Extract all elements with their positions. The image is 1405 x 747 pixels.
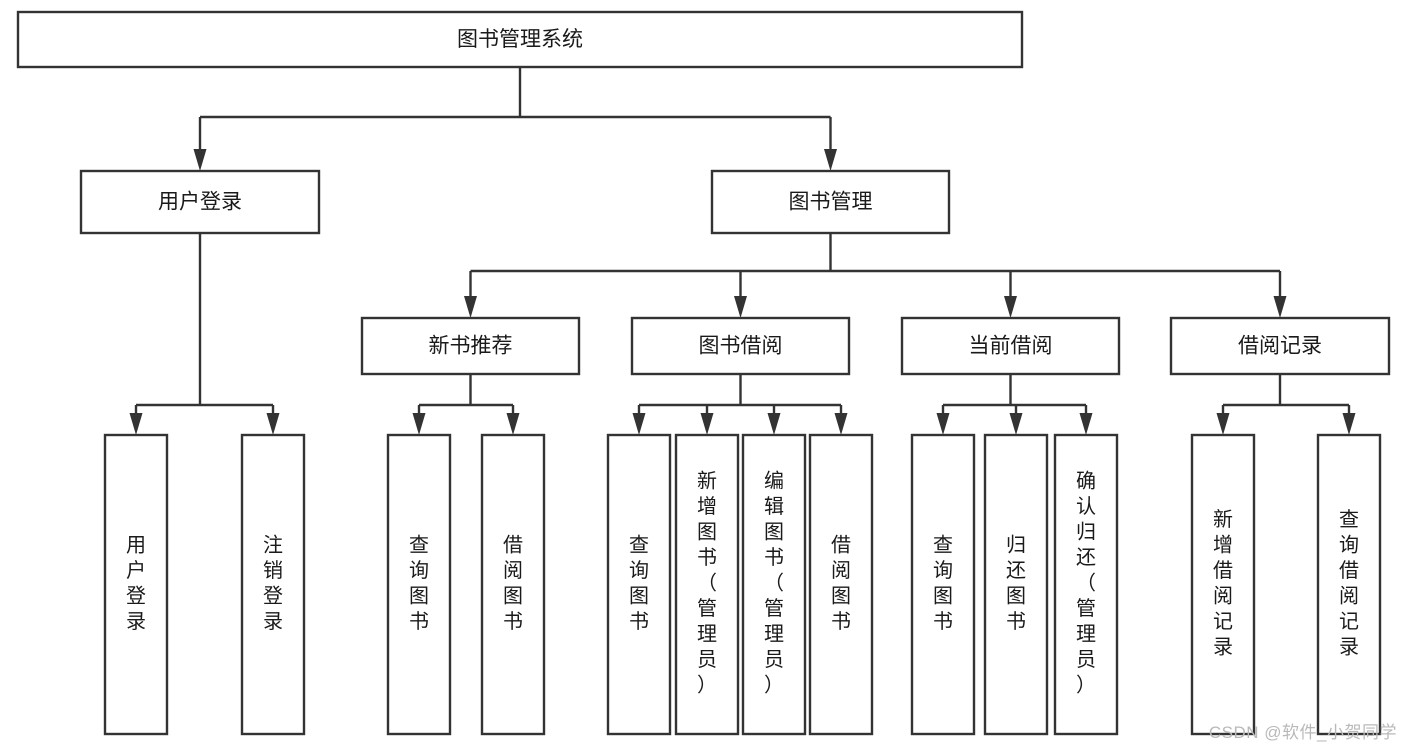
node-box-root[interactable] xyxy=(16,10,1024,69)
edge-arrowhead xyxy=(412,413,426,435)
edge-arrowhead xyxy=(1004,296,1017,318)
nodes-layer: 图书管理系统用户登录图书管理新书推荐图书借阅当前借阅借阅记录用户登录注销登录查询… xyxy=(16,10,1391,736)
node-box-borrow-record[interactable] xyxy=(1169,316,1391,376)
edge-arrowhead xyxy=(1009,413,1023,435)
edge-arrowhead xyxy=(1216,413,1230,435)
node-label-leaf-query-book-rec: 查询图书 xyxy=(409,534,429,634)
node-label-leaf-user-login: 用户登录 xyxy=(126,535,146,634)
node-leaf-query-book-current[interactable]: 查询图书 xyxy=(910,433,976,736)
node-box-leaf-user-login[interactable] xyxy=(103,433,169,736)
edge-arrowhead xyxy=(824,149,837,171)
edge-arrowhead xyxy=(193,149,207,171)
node-leaf-query-borrow-record[interactable]: 查询借阅记录 xyxy=(1316,433,1382,736)
node-label-book-manage: 图书管理 xyxy=(789,191,873,214)
node-root[interactable]: 图书管理系统 xyxy=(16,10,1024,69)
node-user-login[interactable]: 用户登录 xyxy=(79,169,321,235)
node-current-borrow[interactable]: 当前借阅 xyxy=(900,316,1121,376)
node-label-leaf-confirm-return-admin: 确认归还（管理员） xyxy=(1076,470,1096,697)
edge-group-book-manage xyxy=(464,233,1287,318)
edge-arrowhead xyxy=(936,413,950,435)
node-leaf-add-borrow-record[interactable]: 新增借阅记录 xyxy=(1190,433,1256,736)
node-borrow-record[interactable]: 借阅记录 xyxy=(1169,316,1391,376)
edge-arrowhead xyxy=(506,413,520,435)
node-box-leaf-query-book-rec[interactable] xyxy=(386,433,452,736)
edge-arrowhead xyxy=(700,413,714,435)
node-box-leaf-query-book-borrow[interactable] xyxy=(606,433,672,736)
edge-arrowhead xyxy=(129,413,143,435)
node-leaf-edit-book-admin[interactable]: 编辑图书（管理员） xyxy=(741,433,807,736)
node-leaf-query-book-rec[interactable]: 查询图书 xyxy=(386,433,452,736)
node-leaf-add-book-admin[interactable]: 新增图书（管理员） xyxy=(674,433,740,736)
node-label-new-book-rec: 新书推荐 xyxy=(429,335,513,358)
node-box-book-manage[interactable] xyxy=(710,169,951,235)
edge-group-root xyxy=(193,67,837,171)
node-leaf-user-logout[interactable]: 注销登录 xyxy=(240,433,306,736)
edge-arrowhead xyxy=(632,413,646,435)
edge-arrowhead xyxy=(1079,413,1093,435)
node-book-manage[interactable]: 图书管理 xyxy=(710,169,951,235)
node-box-leaf-borrow-book-rec[interactable] xyxy=(480,433,546,736)
node-label-leaf-edit-book-admin: 编辑图书（管理员） xyxy=(764,470,784,697)
node-box-book-borrow[interactable] xyxy=(630,316,851,376)
edge-arrowhead xyxy=(767,413,781,435)
edge-arrowhead xyxy=(464,296,477,318)
node-label-leaf-borrow-book: 借阅图书 xyxy=(831,534,851,634)
node-label-leaf-user-logout: 注销登录 xyxy=(263,534,283,634)
node-leaf-borrow-book[interactable]: 借阅图书 xyxy=(808,433,874,736)
edge-arrowhead xyxy=(266,413,280,435)
node-box-leaf-add-borrow-record[interactable] xyxy=(1190,433,1256,736)
node-label-book-borrow: 图书借阅 xyxy=(699,335,783,358)
node-label-leaf-query-book-current: 查询图书 xyxy=(933,534,953,634)
node-box-leaf-confirm-return-admin[interactable] xyxy=(1053,433,1119,736)
node-box-leaf-user-logout[interactable] xyxy=(240,433,306,736)
node-label-root: 图书管理系统 xyxy=(457,28,583,51)
node-label-current-borrow: 当前借阅 xyxy=(969,335,1053,358)
node-leaf-query-book-borrow[interactable]: 查询图书 xyxy=(606,433,672,736)
edge-group-new-book-rec xyxy=(412,374,520,435)
node-label-user-login: 用户登录 xyxy=(158,191,242,214)
node-label-borrow-record: 借阅记录 xyxy=(1238,335,1322,358)
node-label-leaf-return-book: 归还图书 xyxy=(1006,534,1026,634)
node-leaf-return-book[interactable]: 归还图书 xyxy=(983,433,1049,736)
edge-group-user-login xyxy=(129,233,280,435)
node-label-leaf-add-book-admin: 新增图书（管理员） xyxy=(697,470,717,697)
edge-group-book-borrow xyxy=(632,374,848,435)
node-book-borrow[interactable]: 图书借阅 xyxy=(630,316,851,376)
edge-group-current-borrow xyxy=(936,374,1093,435)
edge-arrowhead xyxy=(1273,296,1287,318)
node-box-leaf-borrow-book[interactable] xyxy=(808,433,874,736)
node-leaf-confirm-return-admin[interactable]: 确认归还（管理员） xyxy=(1053,433,1119,736)
edges-layer xyxy=(129,67,1356,435)
edge-arrowhead xyxy=(1342,413,1356,435)
node-box-current-borrow[interactable] xyxy=(900,316,1121,376)
node-box-leaf-edit-book-admin[interactable] xyxy=(741,433,807,736)
node-box-leaf-add-book-admin[interactable] xyxy=(674,433,740,736)
edge-arrowhead xyxy=(734,296,747,318)
node-label-leaf-borrow-book-rec: 借阅图书 xyxy=(503,534,523,634)
node-label-leaf-query-book-borrow: 查询图书 xyxy=(629,534,649,634)
node-box-leaf-return-book[interactable] xyxy=(983,433,1049,736)
node-new-book-rec[interactable]: 新书推荐 xyxy=(360,316,581,376)
node-box-leaf-query-book-current[interactable] xyxy=(910,433,976,736)
node-leaf-borrow-book-rec[interactable]: 借阅图书 xyxy=(480,433,546,736)
edge-arrowhead xyxy=(834,413,848,435)
node-label-leaf-add-borrow-record: 新增借阅记录 xyxy=(1213,508,1233,659)
node-box-user-login[interactable] xyxy=(79,169,321,235)
node-box-new-book-rec[interactable] xyxy=(360,316,581,376)
edge-group-borrow-record xyxy=(1216,374,1356,435)
node-leaf-user-login[interactable]: 用户登录 xyxy=(103,433,169,736)
node-box-leaf-query-borrow-record[interactable] xyxy=(1316,433,1382,736)
node-label-leaf-query-borrow-record: 查询借阅记录 xyxy=(1339,508,1359,659)
